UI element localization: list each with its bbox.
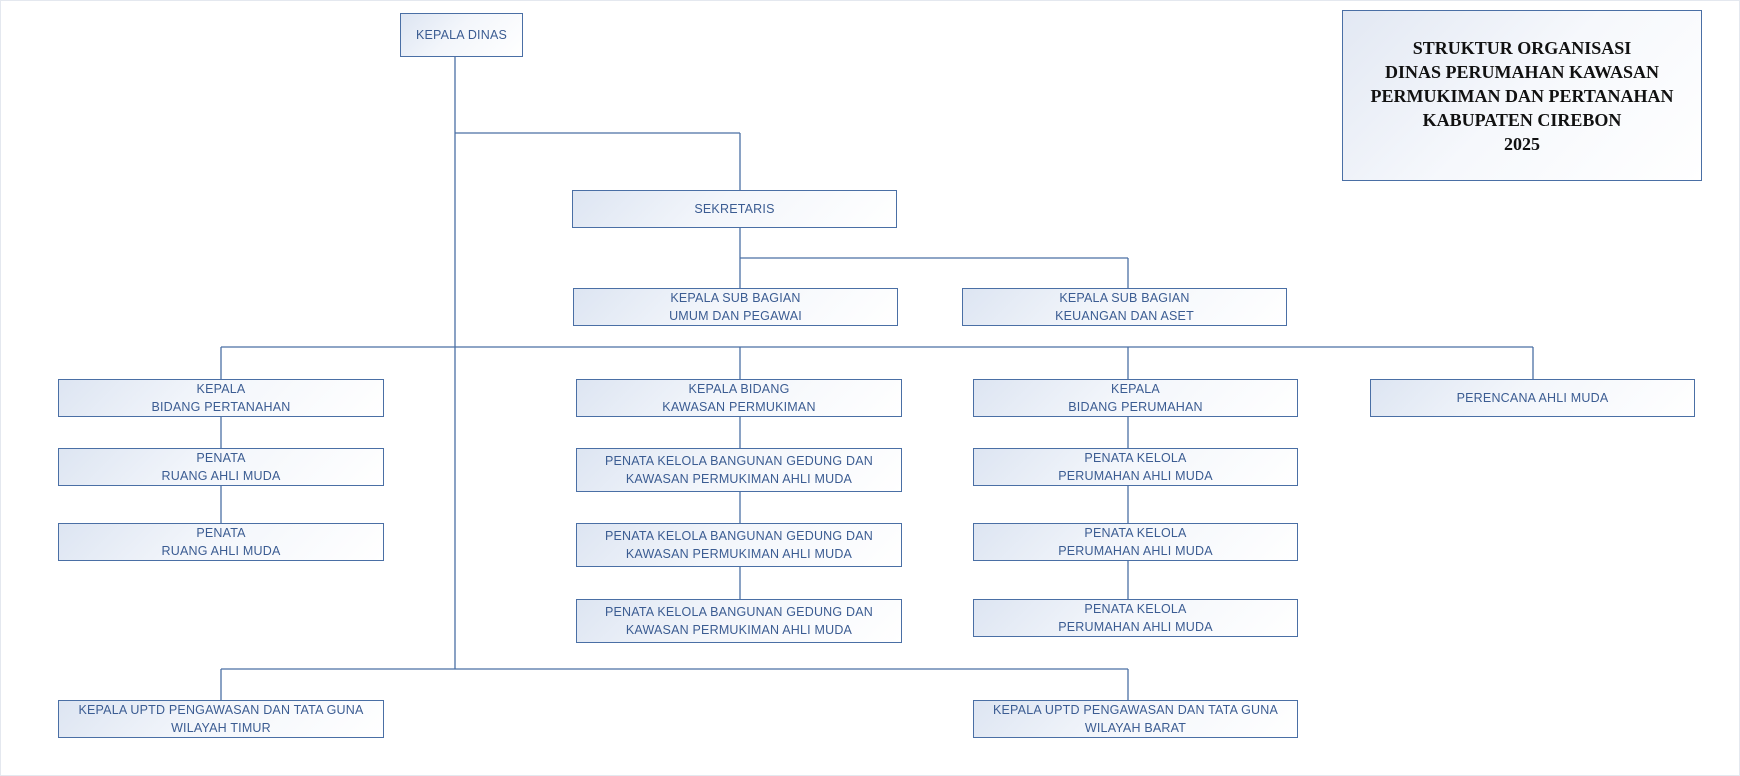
node-label: RUANG AHLI MUDA: [161, 544, 281, 558]
node-label: KEPALA SUB BAGIAN: [670, 291, 801, 305]
node-label: WILAYAH TIMUR: [171, 721, 271, 735]
node-bidang-kawasan: KEPALA BIDANG KAWASAN PERMUKIMAN: [576, 379, 902, 417]
node-bidang-pertanahan: KEPALA BIDANG PERTANAHAN: [58, 379, 384, 417]
node-subbag-keuangan: KEPALA SUB BAGIAN KEUANGAN DAN ASET: [962, 288, 1287, 326]
node-perencana: PERENCANA AHLI MUDA: [1370, 379, 1695, 417]
title-line: STRUKTUR ORGANISASI: [1412, 37, 1632, 58]
node-penata-perumahan: PENATA KELOLA PERUMAHAN AHLI MUDA: [973, 448, 1298, 486]
node-penata-perumahan: PENATA KELOLA PERUMAHAN AHLI MUDA: [973, 523, 1298, 561]
node-label: KEPALA SUB BAGIAN: [1059, 291, 1190, 305]
node-penata-bangunan-gedung: PENATA KELOLA BANGUNAN GEDUNG DAN KAWASA…: [576, 523, 902, 567]
node-label: BIDANG PERUMAHAN: [1068, 400, 1203, 414]
node-label: KAWASAN PERMUKIMAN AHLI MUDA: [625, 472, 853, 486]
node-label: KEPALA: [1111, 382, 1160, 396]
node-label: KEPALA UPTD PENGAWASAN DAN TATA GUNA: [78, 703, 364, 717]
node-label: PERUMAHAN AHLI MUDA: [1058, 620, 1213, 634]
node-label: PENATA KELOLA BANGUNAN GEDUNG DAN: [604, 454, 873, 468]
node-penata-bangunan-gedung: PENATA KELOLA BANGUNAN GEDUNG DAN KAWASA…: [576, 599, 902, 643]
node-label: RUANG AHLI MUDA: [161, 469, 281, 483]
node-label: KAWASAN PERMUKIMAN AHLI MUDA: [625, 547, 853, 561]
node-label: KEPALA BIDANG: [688, 382, 790, 396]
node-penata-ruang: PENATA RUANG AHLI MUDA: [58, 523, 384, 561]
node-label: KEPALA UPTD PENGAWASAN DAN TATA GUNA: [992, 703, 1279, 717]
node-subbag-umum: KEPALA SUB BAGIAN UMUM DAN PEGAWAI: [573, 288, 898, 326]
node-penata-perumahan: PENATA KELOLA PERUMAHAN AHLI MUDA: [973, 599, 1298, 637]
node-label: PENATA: [196, 451, 246, 465]
node-label: KEPALA: [196, 382, 246, 396]
title-line: DINAS PERUMAHAN KAWASAN: [1384, 61, 1659, 82]
node-label: PENATA KELOLA: [1084, 602, 1187, 616]
node-label: PENATA KELOLA: [1084, 451, 1187, 465]
title-line: 2025: [1503, 133, 1540, 154]
node-label: KAWASAN PERMUKIMAN: [662, 400, 816, 414]
chart-title-box: STRUKTUR ORGANISASI DINAS PERUMAHAN KAWA…: [1342, 10, 1702, 181]
node-label: KEUANGAN DAN ASET: [1055, 309, 1194, 323]
node-sekretaris: SEKRETARIS: [572, 190, 897, 228]
node-bidang-perumahan: KEPALA BIDANG PERUMAHAN: [973, 379, 1298, 417]
node-kepala-dinas: KEPALA DINAS: [400, 13, 523, 57]
node-label: PENATA: [196, 526, 246, 540]
node-label: PENATA KELOLA: [1084, 526, 1187, 540]
node-label: UMUM DAN PEGAWAI: [669, 309, 802, 323]
node-label: KAWASAN PERMUKIMAN AHLI MUDA: [625, 623, 853, 637]
node-label: PERENCANA AHLI MUDA: [1456, 391, 1609, 405]
title-line: KABUPATEN CIREBON: [1422, 109, 1622, 130]
node-label: PERUMAHAN AHLI MUDA: [1058, 469, 1213, 483]
node-label: PENATA KELOLA BANGUNAN GEDUNG DAN: [604, 605, 873, 619]
node-label: PERUMAHAN AHLI MUDA: [1058, 544, 1213, 558]
node-label: BIDANG PERTANAHAN: [151, 400, 291, 414]
title-line: PERMUKIMAN DAN PERTANAHAN: [1370, 85, 1674, 106]
node-label: SEKRETARIS: [694, 202, 775, 216]
node-label: WILAYAH BARAT: [1084, 721, 1187, 735]
node-label: PENATA KELOLA BANGUNAN GEDUNG DAN: [604, 529, 873, 543]
node-penata-bangunan-gedung: PENATA KELOLA BANGUNAN GEDUNG DAN KAWASA…: [576, 448, 902, 492]
node-uptd-timur: KEPALA UPTD PENGAWASAN DAN TATA GUNA WIL…: [58, 700, 384, 738]
node-label: KEPALA DINAS: [415, 28, 508, 42]
node-penata-ruang: PENATA RUANG AHLI MUDA: [58, 448, 384, 486]
node-uptd-barat: KEPALA UPTD PENGAWASAN DAN TATA GUNA WIL…: [973, 700, 1298, 738]
